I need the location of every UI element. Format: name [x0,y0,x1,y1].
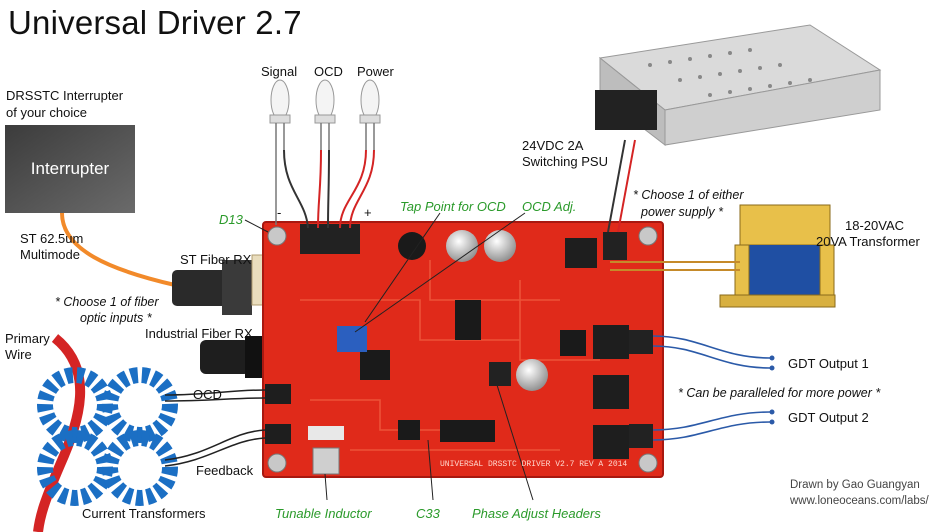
transformer-wires [610,261,740,271]
primary-wire [33,334,86,532]
gdt-wires [652,335,771,441]
psu-wire-red [617,139,636,233]
ocd-ct-label: OCD [193,387,222,402]
transformer-label-line2: 20VA Transformer [816,234,920,249]
current-transformers [37,367,178,506]
led-ocd-label: OCD [314,64,343,79]
board-silkscreen: UNIVERSAL DRSSTC DRIVER V2.7 REV A 2014 [440,460,628,469]
multimode-label-line2: Multimode [20,247,80,262]
ocd-adj-label: OCD Adj. [522,199,577,214]
credit-author: Drawn by Gao Guangyan [790,479,920,491]
st-fiber-rx-label: ST Fiber RX [180,252,252,267]
interrupter-heading-line2: of your choice [6,105,87,120]
green-leaders [244,212,534,501]
primary-wire-label-line1: Primary [5,331,50,346]
psu-wire-black [607,139,626,233]
plus-terminal-label: + [364,205,372,220]
gdt-output-2-label: GDT Output 2 [788,410,869,425]
credit-url: www.loneoceans.com/labs/ [790,495,929,507]
feedback-ct-label: Feedback [196,463,254,478]
led-ocd [314,79,336,150]
current-transformers-label: Current Transformers [82,506,206,521]
led-wires [283,149,375,229]
fiber-cable [60,212,176,287]
psu-label-line1: 24VDC 2A [522,138,584,153]
ct-wires [164,389,266,467]
tunable-inductor-label: Tunable Inductor [275,506,372,521]
primary-wire-label-line2: Wire [5,347,32,362]
led-signal [269,79,291,225]
led-power [359,79,381,150]
driver-pcb [262,221,664,478]
fiber-note-line2: optic inputs * [80,311,152,325]
industrial-fiber-rx-label: Industrial Fiber RX [145,326,253,341]
parallel-note: * Can be paralleled for more power * [678,386,881,400]
multimode-label-line1: ST 62.5um [20,231,84,246]
page-title: Universal Driver 2.7 [8,4,302,41]
led-power-label: Power [357,64,394,79]
d13-label: D13 [219,212,243,227]
fiber-note-line1: * Choose 1 of fiber [55,295,159,309]
tap-point-ocd-label: Tap Point for OCD [400,199,506,214]
transformer [719,204,836,308]
interrupter-box-label: Interrupter [30,159,110,178]
interrupter-heading-line1: DRSSTC Interrupter [6,88,124,103]
gdt-output-1-label: GDT Output 1 [788,356,869,371]
minus-terminal-label: - [277,205,282,220]
power-note-line2: power supply * [641,205,723,219]
power-note-line1: * Choose 1 of either [633,188,744,202]
phase-adjust-headers-label: Phase Adjust Headers [472,506,601,521]
transformer-label-line1: 18-20VAC [845,218,905,233]
switching-psu [595,24,882,147]
c33-label: C33 [416,506,440,521]
led-signal-label: Signal [261,64,298,79]
psu-label-line2: Switching PSU [522,154,608,169]
